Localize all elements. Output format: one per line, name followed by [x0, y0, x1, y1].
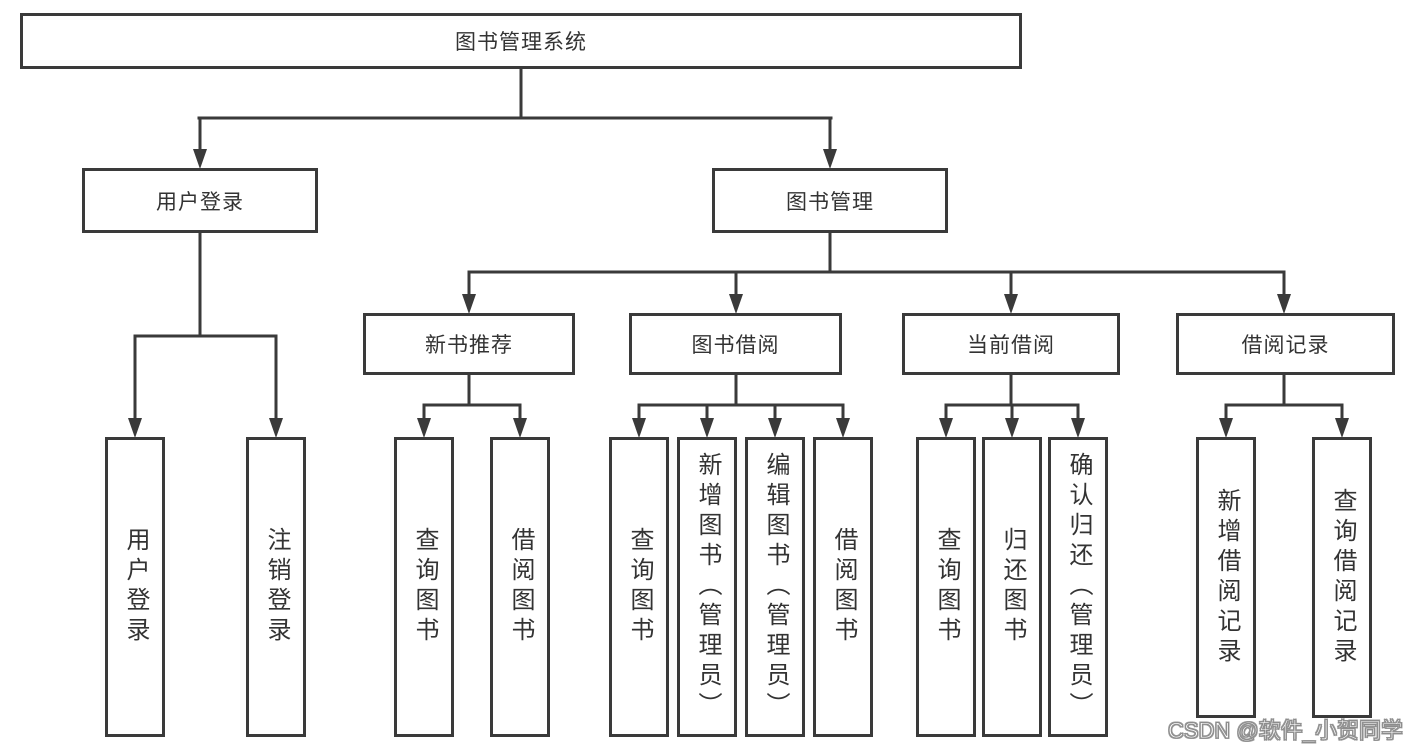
- leaf-borrow-books-recommend: 借阅图书: [490, 437, 550, 737]
- node-current-borrowing: 当前借阅: [902, 313, 1120, 375]
- node-book-borrowing: 图书借阅: [629, 313, 842, 375]
- arrow-heads: [128, 149, 1349, 438]
- leaf-add-books-admin: 新增图书（管理员）: [677, 437, 737, 737]
- leaf-query-borrow-record: 查询借阅记录: [1312, 437, 1372, 718]
- arrow-shafts: [133, 118, 1344, 418]
- node-borrowing-records: 借阅记录: [1176, 313, 1395, 375]
- leaf-confirm-return-admin: 确认归还（管理员）: [1048, 437, 1108, 737]
- leaf-logout: 注销登录: [246, 437, 306, 737]
- leaf-borrow-books: 借阅图书: [813, 437, 873, 737]
- node-user-login: 用户登录: [82, 168, 318, 233]
- node-new-book-recommend: 新书推荐: [363, 313, 575, 375]
- node-library-system: 图书管理系统: [20, 13, 1022, 69]
- leaf-add-borrow-record: 新增借阅记录: [1196, 437, 1256, 718]
- leaf-query-books-current: 查询图书: [916, 437, 976, 737]
- leaf-query-books-borrowing: 查询图书: [609, 437, 669, 737]
- leaf-query-books-recommend: 查询图书: [394, 437, 454, 737]
- node-book-management: 图书管理: [712, 168, 948, 233]
- watermark-csdn: CSDN @软件_小贺同学: [1167, 718, 1403, 744]
- connector-rails: [133, 67, 1344, 407]
- leaf-edit-books-admin: 编辑图书（管理员）: [745, 437, 805, 737]
- leaf-user-login: 用户登录: [105, 437, 165, 737]
- leaf-return-books: 归还图书: [982, 437, 1042, 737]
